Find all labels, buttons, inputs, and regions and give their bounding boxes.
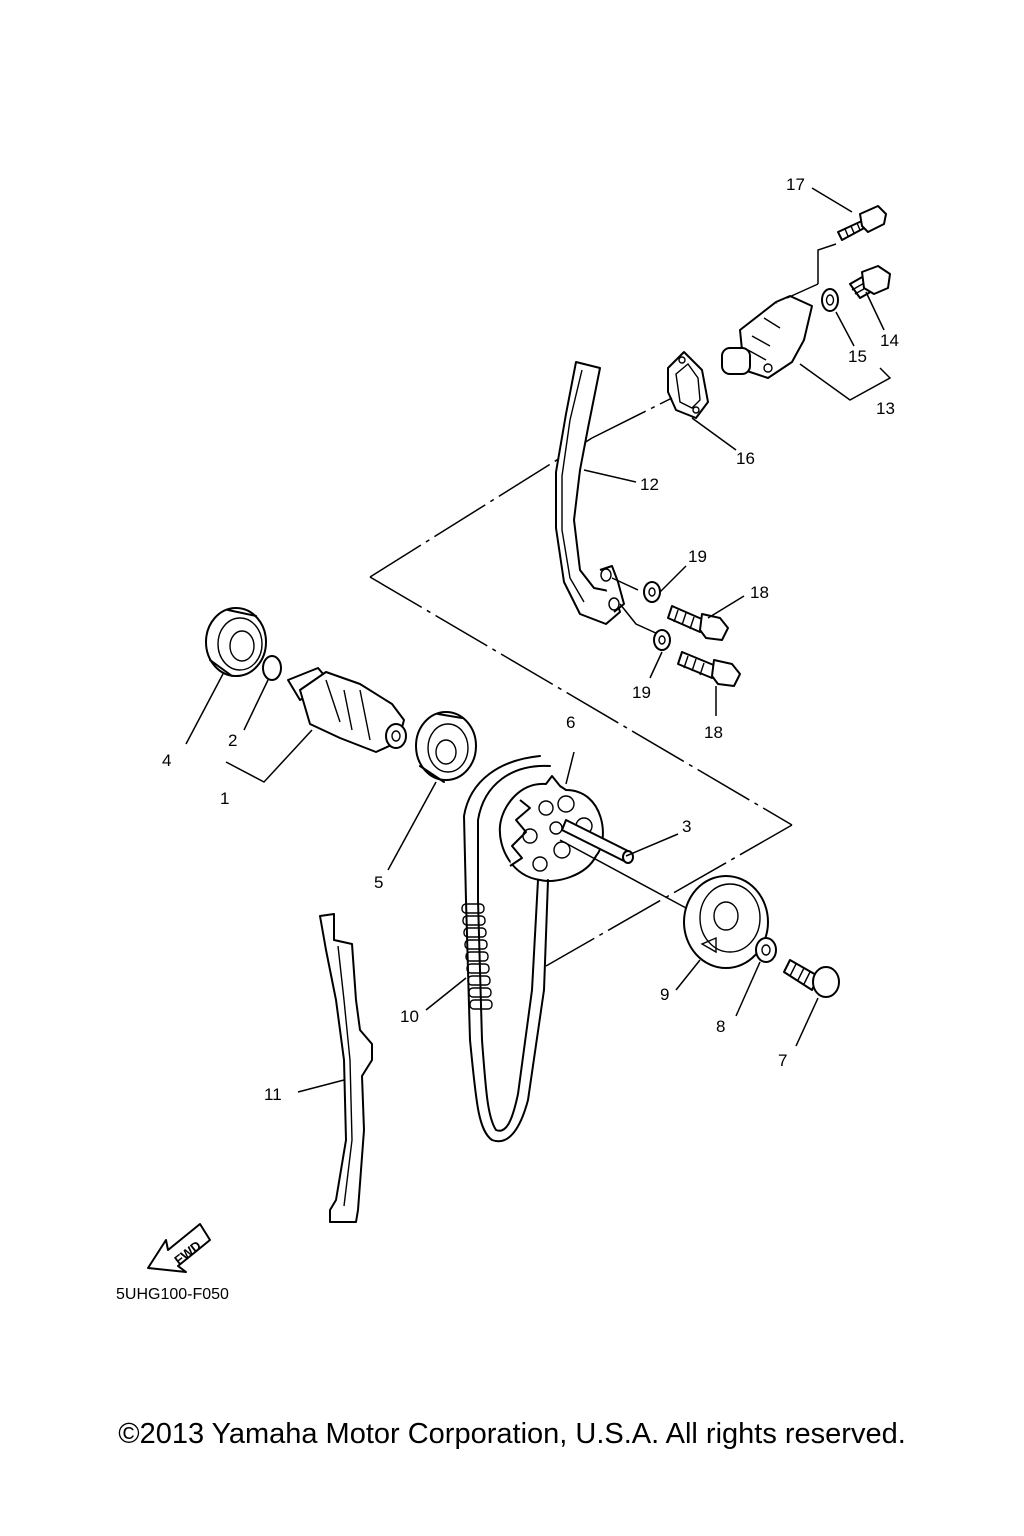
bolt-18-lower	[677, 651, 741, 687]
callout-9: 9	[660, 985, 669, 1004]
bolt-17	[817, 205, 887, 284]
cam-chain-10	[461, 755, 551, 1143]
chain-tensioner-13	[721, 283, 819, 379]
callout-7: 7	[778, 1051, 787, 1070]
bearing-5	[415, 711, 477, 783]
cam-sprocket-6	[498, 775, 604, 882]
callout-3: 3	[682, 817, 691, 836]
callout-16: 16	[736, 449, 755, 468]
sprocket-axis	[559, 839, 687, 909]
chain-guide-11	[319, 913, 373, 1223]
gasket-16	[667, 351, 709, 419]
o-ring-2	[262, 655, 282, 681]
callout-18-upper: 18	[750, 583, 769, 602]
bolt-18-upper	[667, 605, 729, 641]
camshaft-1	[287, 667, 407, 753]
washer-19-upper	[643, 581, 661, 603]
assembly-outline	[369, 437, 793, 967]
callout-6: 6	[566, 713, 575, 732]
copyright-notice: ©2013 Yamaha Motor Corporation, U.S.A. A…	[118, 1418, 906, 1450]
callout-14: 14	[880, 331, 899, 350]
callout-1: 1	[220, 789, 229, 808]
callout-18-lower: 18	[704, 723, 723, 742]
callout-numbers: 17 14 15 13 16 12 19 18 19 18 4 2 1 6 3 …	[162, 175, 899, 1104]
diagram-code: 5UHG100-F050	[116, 1286, 229, 1303]
callout-19-lower: 19	[632, 683, 651, 702]
tensioner-guide-12	[555, 361, 659, 635]
washer-8	[755, 937, 777, 963]
callout-5: 5	[374, 873, 383, 892]
bolt-7	[783, 959, 840, 998]
callout-13: 13	[876, 399, 895, 418]
plug-bolt-14	[849, 265, 891, 299]
washer-15	[821, 288, 839, 312]
washer-19-lower	[653, 629, 671, 651]
callout-8: 8	[716, 1017, 725, 1036]
callout-19-upper: 19	[688, 547, 707, 566]
callout-10: 10	[400, 1007, 419, 1026]
washer-19-lower-hole	[658, 635, 666, 645]
callout-2: 2	[228, 731, 237, 750]
washer-8-hole	[761, 944, 771, 956]
gasket-axis	[591, 397, 673, 439]
callout-4: 4	[162, 751, 171, 770]
washer-19-upper-hole	[648, 587, 656, 597]
callout-17: 17	[786, 175, 805, 194]
callout-11: 11	[264, 1085, 282, 1104]
chain-links	[461, 903, 493, 1010]
plate-9	[683, 875, 769, 969]
bearing-4	[205, 607, 267, 677]
leader-lines	[185, 187, 892, 1093]
callout-12: 12	[640, 475, 659, 494]
callout-15: 15	[848, 347, 867, 366]
washer-15-hole	[825, 294, 835, 306]
fwd-arrow: FWD	[147, 1223, 211, 1273]
